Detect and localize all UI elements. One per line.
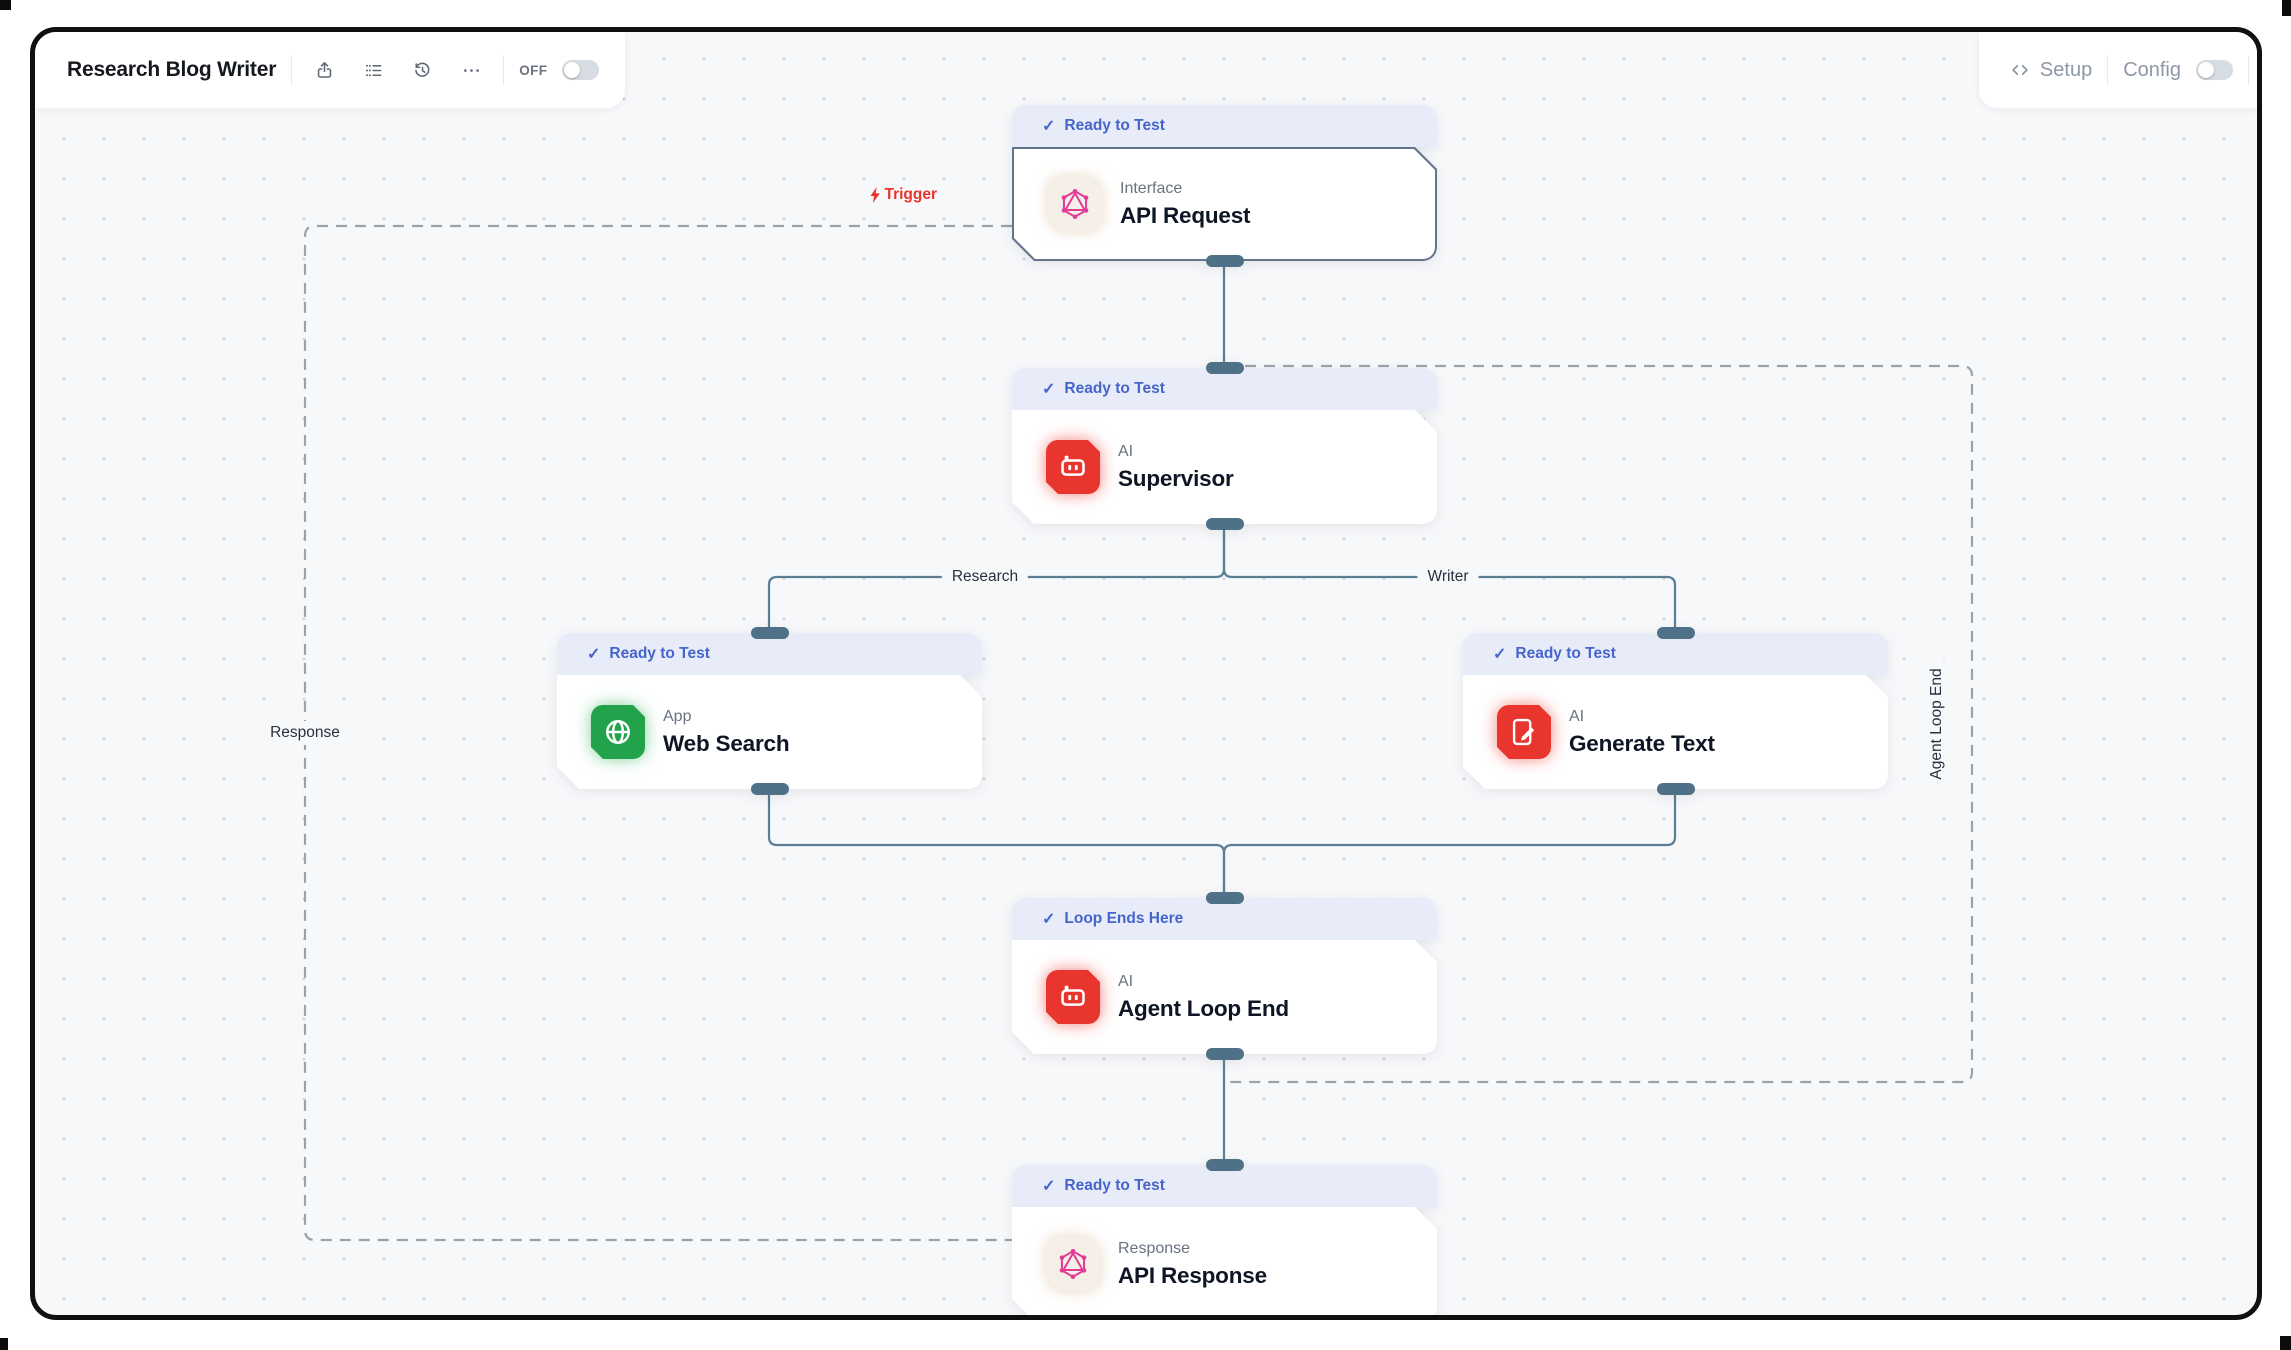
flow-header: Research Blog Writer [35,32,626,108]
divider [2248,55,2249,85]
connector-handle[interactable] [1656,627,1695,639]
connector-handle[interactable] [1205,1159,1244,1171]
connector-handle[interactable] [1656,783,1695,795]
node-body: AI Generate Text [1463,675,1888,789]
trigger-text: Trigger [884,186,937,203]
edge-label-writer: Writer [1417,565,1479,589]
history-icon [414,62,430,77]
node-category: Response [1118,1239,1191,1257]
node-title: API Request [1120,202,1251,228]
topbar-right: Setup Config [1978,32,2257,108]
flow-title: Research Blog Writer [67,58,277,81]
status-badge: ✓ Ready to Test [1012,1165,1437,1207]
runs-list-button[interactable] [356,53,390,87]
note-pencil-icon [1497,705,1551,759]
toggle-knob [564,62,581,78]
more-options-button[interactable] [454,53,488,87]
share-icon [317,61,331,78]
edge-label-research: Research [941,565,1029,589]
ellipsis-icon [463,68,479,72]
node-category: Interface [1120,179,1183,197]
node-api-request[interactable]: ✓ Ready to Test Interface API Request [1012,105,1437,267]
check-icon: ✓ [1042,118,1056,135]
node-title: Web Search [663,730,790,756]
node-web-search[interactable]: ✓ Ready to Test App Web Search [557,627,982,795]
flow-enabled-toggle[interactable] [562,60,600,80]
divider [2107,55,2109,85]
graphql-icon [1046,1237,1100,1291]
connector-handle[interactable] [1205,518,1244,530]
history-button[interactable] [405,53,439,87]
node-title: Generate Text [1569,730,1715,756]
crop-mark [0,0,11,10]
list-icon [365,64,381,76]
code-icon [2012,64,2028,76]
trigger-label: Trigger [868,186,937,204]
edge-label-response: Response [260,721,350,745]
setup-button[interactable]: Setup [2009,59,2092,82]
node-category: AI [1118,972,1134,990]
edge-generatetext-loopend [1222,788,1677,900]
config-label: Config [2123,58,2181,81]
share-button[interactable] [307,53,341,87]
connector-handle[interactable] [1205,255,1244,267]
connector-handle[interactable] [1205,1048,1244,1060]
node-api-response[interactable]: ✓ Ready to Test Response API Response [1012,1159,1437,1320]
check-icon: ✓ [587,646,601,663]
node-category: App [663,707,692,725]
lightning-icon [870,187,880,203]
node-body: AI Agent Loop End [1012,940,1437,1054]
status-badge: ✓ Ready to Test [557,633,982,675]
edge-label-agent-loop-end: Agent Loop End [1925,658,1949,790]
robot-icon [1046,440,1100,494]
node-agent-loop-end[interactable]: ✓ Loop Ends Here AI Agent Loop End [1012,892,1437,1060]
node-title: Supervisor [1118,465,1234,491]
edge-response-path [303,224,1012,1242]
node-supervisor[interactable]: ✓ Ready to Test AI Supervisor [1012,362,1437,530]
toggle-knob [2198,62,2214,78]
node-generate-text[interactable]: ✓ Ready to Test AI Generate Text [1463,627,1888,795]
status-badge: ✓ Loop Ends Here [1012,898,1437,940]
status-badge: ✓ Ready to Test [1012,368,1437,410]
robot-icon [1046,970,1100,1024]
node-category: AI [1118,442,1134,460]
crop-mark [2280,1336,2291,1350]
node-body: App Web Search [557,675,982,789]
check-icon: ✓ [1493,646,1507,663]
divider [503,55,505,85]
crop-mark [0,1338,8,1350]
check-icon: ✓ [1042,911,1056,928]
node-title: API Response [1118,1262,1267,1288]
crop-mark [2282,0,2291,16]
check-icon: ✓ [1042,1178,1056,1195]
config-toggle[interactable] [2196,60,2233,80]
node-body: AI Supervisor [1012,410,1437,524]
status-badge: ✓ Ready to Test [1012,105,1437,147]
node-body: Interface API Request [1012,147,1437,261]
status-badge: ✓ Ready to Test [1463,633,1888,675]
connector-handle[interactable] [750,783,789,795]
node-body: Response API Response [1012,1207,1437,1320]
off-label: OFF [519,62,548,78]
connector-handle[interactable] [750,627,789,639]
check-icon: ✓ [1042,381,1056,398]
graphql-icon [1048,177,1102,231]
edge-websearch-loopend [767,788,1226,900]
connector-handle[interactable] [1205,892,1244,904]
connector-handle[interactable] [1205,362,1244,374]
divider [291,55,293,85]
globe-icon [591,705,645,759]
node-title: Agent Loop End [1118,995,1289,1021]
node-category: AI [1569,707,1585,725]
app-window: Trigger Research Writer Response Agent L… [30,27,2262,1320]
